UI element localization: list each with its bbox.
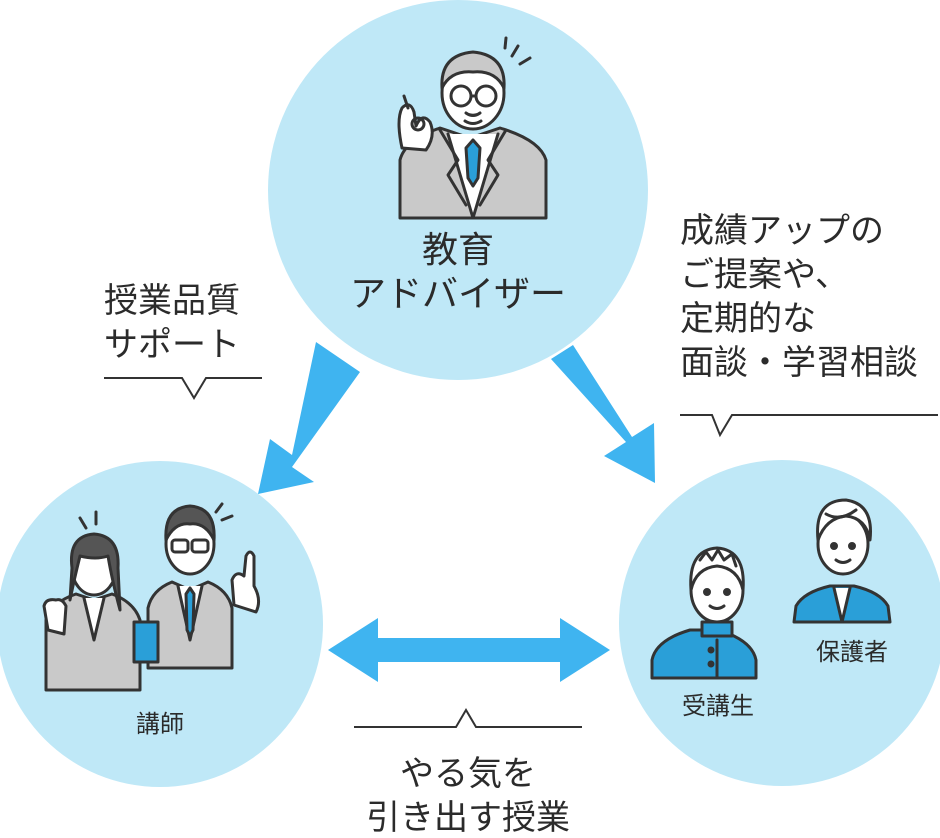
lecturer-pair-icon xyxy=(42,502,261,692)
ok-gesture-advisor-icon xyxy=(397,36,548,220)
callout-bottom-pointer xyxy=(354,708,582,728)
parent-label: 保護者 xyxy=(816,638,888,666)
callout-left-line2: サポート xyxy=(104,325,240,365)
student-parent-circle xyxy=(619,460,940,786)
advisor-label-line1: 教育 xyxy=(422,230,494,271)
advisor-label-line2: アドバイザー xyxy=(350,274,566,315)
callout-right-line3: 定期的な xyxy=(680,299,816,339)
callout-bottom-line1: やる気を xyxy=(400,754,536,794)
callout-left-line1: 授業品質 xyxy=(104,281,240,321)
callout-right-line1: 成績アップの xyxy=(680,211,884,251)
arrow-advisor-to-lecturer xyxy=(258,342,360,494)
lecturer-label: 講師 xyxy=(136,710,184,738)
callout-right-pointer xyxy=(680,414,938,438)
student-label: 受講生 xyxy=(682,692,754,720)
arrow-advisor-to-student xyxy=(551,345,655,483)
callout-right-line4: 面談・学習相談 xyxy=(680,343,918,383)
student-icon xyxy=(650,546,758,680)
arrow-lecturer-student-bidirectional xyxy=(328,618,610,682)
callout-right-line2: ご提案や、 xyxy=(680,255,849,295)
parent-icon xyxy=(792,498,892,624)
callout-left-pointer xyxy=(104,377,262,400)
callout-bottom-line2: 引き出す授業 xyxy=(366,798,570,838)
